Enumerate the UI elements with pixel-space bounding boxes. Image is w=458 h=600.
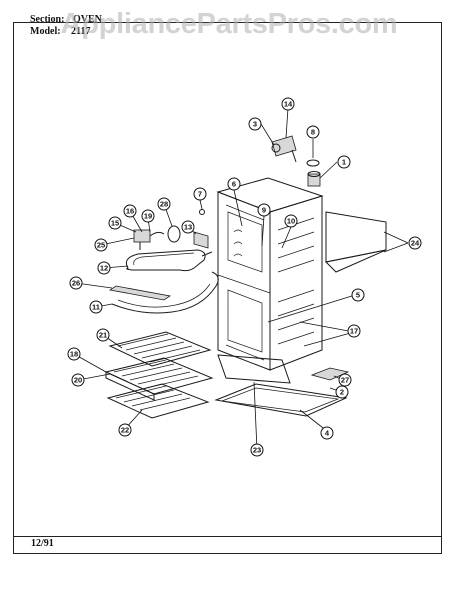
callout-label: 6 xyxy=(232,180,236,189)
revision-date: 12/91 xyxy=(31,538,54,549)
callout-9: 9 xyxy=(257,203,271,217)
callout-25: 25 xyxy=(94,238,108,252)
callout-label: 15 xyxy=(111,219,119,228)
drawing-frame xyxy=(13,22,442,554)
callout-5: 5 xyxy=(351,288,365,302)
callout-6: 6 xyxy=(227,177,241,191)
callout-label: 27 xyxy=(341,376,349,385)
bake-element xyxy=(125,249,213,272)
callout-10: 10 xyxy=(284,214,298,228)
callout-24: 24 xyxy=(408,236,422,250)
callout-label: 26 xyxy=(72,279,80,288)
callout-15: 15 xyxy=(108,216,122,230)
section-heading: Section: OVEN xyxy=(30,14,102,25)
drip-pan xyxy=(310,367,350,381)
element-bracket xyxy=(108,285,172,301)
callout-4: 4 xyxy=(320,426,334,440)
footer-divider xyxy=(13,536,442,537)
callout-label: 21 xyxy=(99,331,107,340)
callout-label: 8 xyxy=(311,128,315,137)
callout-17: 17 xyxy=(347,324,361,338)
callout-label: 19 xyxy=(144,212,152,221)
control-assembly xyxy=(133,225,181,250)
bottom-tray xyxy=(214,354,348,417)
callout-label: 1 xyxy=(342,158,346,167)
callout-20: 20 xyxy=(71,373,85,387)
top-panel xyxy=(324,211,387,273)
callout-18: 18 xyxy=(67,347,81,361)
callout-7: 7 xyxy=(193,187,207,201)
callout-label: 16 xyxy=(126,207,134,216)
callout-8: 8 xyxy=(306,125,320,139)
callout-label: 23 xyxy=(253,446,261,455)
callout-2: 2 xyxy=(335,385,349,399)
terminal-block xyxy=(193,231,209,249)
callout-28: 28 xyxy=(157,197,171,211)
broil-element xyxy=(111,271,219,314)
callout-label: 12 xyxy=(100,264,108,273)
top-bracket xyxy=(271,135,297,163)
callout-11: 11 xyxy=(89,300,103,314)
callout-label: 22 xyxy=(121,426,129,435)
callout-27: 27 xyxy=(338,373,352,387)
callout-12: 12 xyxy=(97,261,111,275)
callout-13: 13 xyxy=(181,220,195,234)
leader-lines xyxy=(73,107,409,451)
callout-label: 9 xyxy=(262,206,266,215)
screw-part xyxy=(199,209,205,215)
callout-label: 14 xyxy=(284,100,293,109)
callout-23: 23 xyxy=(250,443,264,457)
callout-label: 20 xyxy=(74,376,82,385)
callout-21: 21 xyxy=(96,328,110,342)
callout-16: 16 xyxy=(123,204,137,218)
callout-label: 25 xyxy=(97,241,105,250)
callout-label: 13 xyxy=(184,223,192,232)
callout-label: 18 xyxy=(70,350,78,359)
callout-label: 5 xyxy=(356,291,360,300)
callout-label: 2 xyxy=(340,388,344,397)
callout-label: 3 xyxy=(253,120,257,129)
callout-label: 11 xyxy=(92,303,100,312)
callout-label: 7 xyxy=(198,190,202,199)
callout-label: 24 xyxy=(411,239,420,248)
callout-label: 4 xyxy=(325,429,330,438)
callout-22: 22 xyxy=(118,423,132,437)
callout-26: 26 xyxy=(69,276,83,290)
model-value: 2117 xyxy=(71,26,91,37)
oven-rack-lower xyxy=(106,383,210,419)
callout-label: 10 xyxy=(287,217,295,226)
model-label: Model: xyxy=(30,26,61,37)
callout-14: 14 xyxy=(281,97,295,111)
vent-assembly xyxy=(306,159,321,187)
callout-label: 28 xyxy=(160,200,168,209)
callout-1: 1 xyxy=(337,155,351,169)
oven-cavity xyxy=(216,177,324,371)
model-heading: Model: 2117 xyxy=(30,26,91,37)
oven-rack-upper xyxy=(108,331,212,367)
section-value: OVEN xyxy=(72,14,102,25)
callout-label: 17 xyxy=(350,327,358,336)
callout-19: 19 xyxy=(141,209,155,223)
callout-3: 3 xyxy=(248,117,262,131)
section-label: Section: xyxy=(30,14,65,25)
broiler-pan xyxy=(104,357,214,401)
